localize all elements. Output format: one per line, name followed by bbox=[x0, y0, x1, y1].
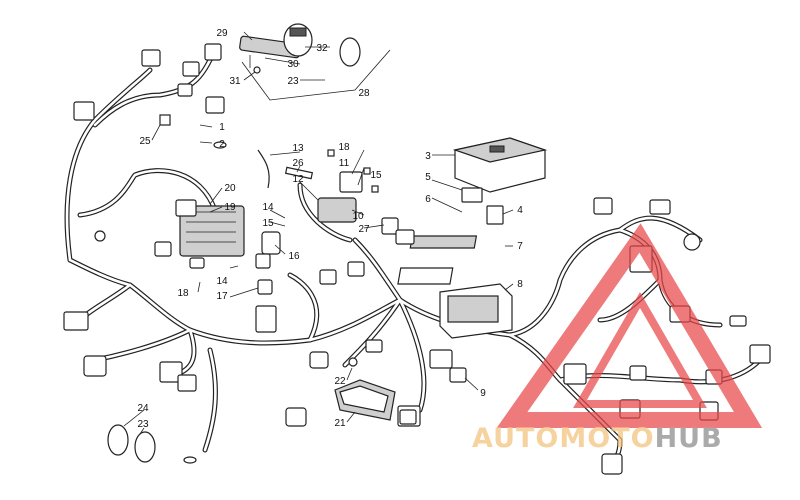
regulator-module bbox=[154, 199, 245, 269]
callouts: 1 2 3 4 5 6 7 8 9 10 11 12 13 14 14 15 1… bbox=[137, 28, 523, 430]
hose-clamps bbox=[107, 424, 156, 463]
callout-29: 29 bbox=[216, 28, 228, 39]
round-connector bbox=[683, 233, 701, 251]
watermark-moto: MOTO bbox=[559, 423, 654, 454]
connector bbox=[177, 83, 193, 97]
watermark-auto: AUTO bbox=[472, 423, 559, 454]
connector bbox=[177, 374, 197, 392]
connector bbox=[749, 344, 771, 364]
callout-25: 25 bbox=[139, 136, 151, 147]
connector bbox=[319, 269, 337, 285]
callout-4: 4 bbox=[517, 205, 523, 216]
callout-30: 30 bbox=[287, 59, 299, 70]
callout-17: 17 bbox=[216, 291, 228, 302]
connector bbox=[347, 261, 365, 277]
callout-9: 9 bbox=[480, 388, 486, 399]
callout-7: 7 bbox=[517, 241, 523, 252]
callout-26: 26 bbox=[292, 158, 304, 169]
ecu-module bbox=[334, 357, 467, 425]
callout-14-a: 14 bbox=[262, 202, 274, 213]
connector bbox=[593, 197, 613, 215]
callout-18-a: 18 bbox=[338, 142, 350, 153]
callout-12: 12 bbox=[292, 174, 304, 185]
callout-32: 32 bbox=[316, 43, 328, 54]
connector bbox=[429, 349, 453, 369]
ring-terminal bbox=[213, 141, 227, 149]
callout-8: 8 bbox=[517, 279, 523, 290]
callout-14-b: 14 bbox=[216, 276, 228, 287]
callout-22: 22 bbox=[334, 376, 346, 387]
fuse-relay-box bbox=[397, 137, 548, 339]
connector bbox=[365, 339, 383, 353]
connector bbox=[309, 351, 329, 369]
callout-3: 3 bbox=[425, 151, 431, 162]
callout-11: 11 bbox=[339, 158, 350, 169]
callout-21: 21 bbox=[334, 418, 346, 429]
connector bbox=[159, 361, 183, 383]
connector bbox=[285, 407, 307, 427]
connector bbox=[255, 305, 277, 333]
connector bbox=[205, 96, 225, 114]
switch-assembly bbox=[239, 23, 391, 101]
connectors bbox=[63, 43, 771, 475]
callout-23-b: 23 bbox=[287, 76, 299, 87]
callout-10: 10 bbox=[352, 211, 364, 222]
callout-28: 28 bbox=[358, 88, 370, 99]
callout-18-b: 18 bbox=[177, 288, 189, 299]
connector bbox=[649, 199, 671, 215]
watermark-hub: HUB bbox=[655, 423, 723, 454]
callout-24: 24 bbox=[137, 403, 149, 414]
connector bbox=[63, 311, 89, 331]
callout-20: 20 bbox=[224, 183, 236, 194]
callout-6: 6 bbox=[425, 194, 431, 205]
callout-1: 1 bbox=[219, 122, 225, 133]
leader-lines bbox=[123, 31, 514, 435]
watermark-triangle bbox=[496, 223, 763, 428]
callout-2: 2 bbox=[219, 139, 225, 150]
callout-23-a: 23 bbox=[137, 419, 149, 430]
callout-13: 13 bbox=[292, 143, 304, 154]
connector bbox=[629, 365, 647, 381]
callout-15-a: 15 bbox=[262, 218, 274, 229]
ignition-modules bbox=[255, 149, 415, 295]
connector bbox=[182, 61, 200, 77]
connector bbox=[73, 101, 95, 121]
connector bbox=[141, 49, 161, 67]
connector bbox=[83, 355, 107, 377]
callout-16: 16 bbox=[288, 251, 300, 262]
callout-19: 19 bbox=[224, 202, 236, 213]
ring-terminal bbox=[183, 456, 197, 464]
connector bbox=[729, 315, 747, 327]
callout-27: 27 bbox=[358, 224, 370, 235]
connector bbox=[563, 363, 587, 385]
callout-5: 5 bbox=[425, 172, 431, 183]
callout-15-b: 15 bbox=[370, 170, 382, 181]
watermark-text: AUTOMOTOHUB bbox=[472, 423, 723, 454]
ring-terminal bbox=[94, 230, 106, 242]
watermark: AUTOMOTOHUB bbox=[472, 223, 763, 454]
connector bbox=[601, 453, 623, 475]
callout-31: 31 bbox=[229, 76, 241, 87]
connector bbox=[204, 43, 222, 61]
connector bbox=[159, 114, 171, 126]
